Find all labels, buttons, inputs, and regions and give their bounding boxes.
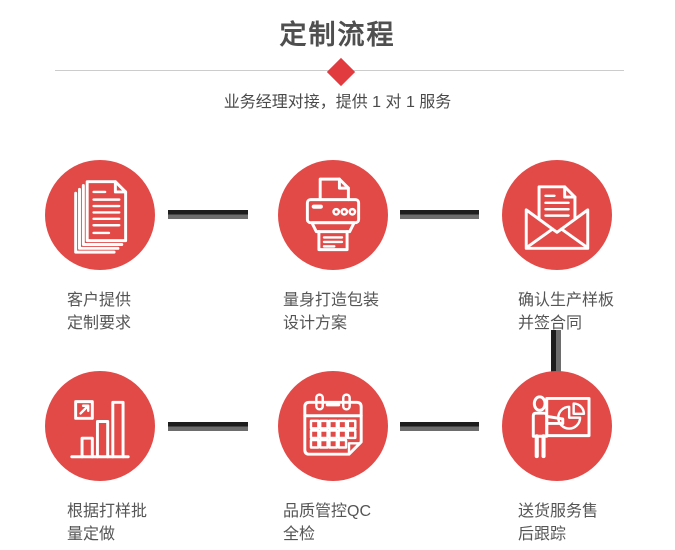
step-circle-packaging-design: [278, 160, 388, 270]
diamond-icon: [326, 57, 356, 87]
step-label-line: 后跟踪: [518, 526, 567, 543]
step-label-line: 设计方案: [283, 315, 348, 332]
step-label-line: 定制要求: [67, 315, 132, 332]
step-label-2: 量身打造包装 设计方案: [283, 289, 379, 335]
step-label-line: 量身打造包装: [283, 292, 380, 309]
envelope-icon: [524, 185, 590, 250]
step-label-4: 根据打样批 量定做: [67, 500, 147, 546]
step-label-5: 品质管控QC 全检: [283, 500, 371, 546]
step-label-6: 送货服务售 后跟踪: [518, 500, 598, 546]
step-label-1: 客户提供 定制要求: [67, 289, 131, 335]
step-label-line: 确认生产样板: [518, 292, 615, 309]
printer-icon: [305, 177, 361, 252]
presentation-icon: [531, 395, 591, 459]
page-title: 定制流程: [279, 20, 396, 50]
connector-vertical: [551, 330, 561, 372]
step-label-line: 送货服务售: [518, 503, 599, 520]
step-label-line: 根据打样批: [67, 503, 148, 520]
step-label-line: 客户提供: [67, 292, 132, 309]
step-circle-batch-production: [45, 371, 155, 481]
step-label-3: 确认生产样板 并签合同: [518, 289, 614, 335]
connector-row2-right: [400, 422, 479, 431]
connector-row2-left: [168, 422, 248, 431]
documents-icon: [74, 180, 128, 254]
step-circle-customer-requirements: [45, 160, 155, 270]
step-label-line: 量定做: [67, 526, 116, 543]
calendar-icon: [303, 393, 363, 456]
page-subtitle: 业务经理对接，提供 1 对 1 服务: [223, 94, 452, 111]
connector-row1-right: [400, 210, 479, 219]
step-label-line: 全检: [283, 526, 316, 543]
step-circle-delivery-service: [502, 371, 612, 481]
step-label-line: 并签合同: [518, 315, 583, 332]
step-circle-quality-control: [278, 371, 388, 481]
step-circle-sample-contract: [502, 160, 612, 270]
bar-chart-icon: [70, 400, 130, 459]
connector-row1-left: [168, 210, 248, 219]
step-label-line: 品质管控QC: [283, 503, 372, 520]
